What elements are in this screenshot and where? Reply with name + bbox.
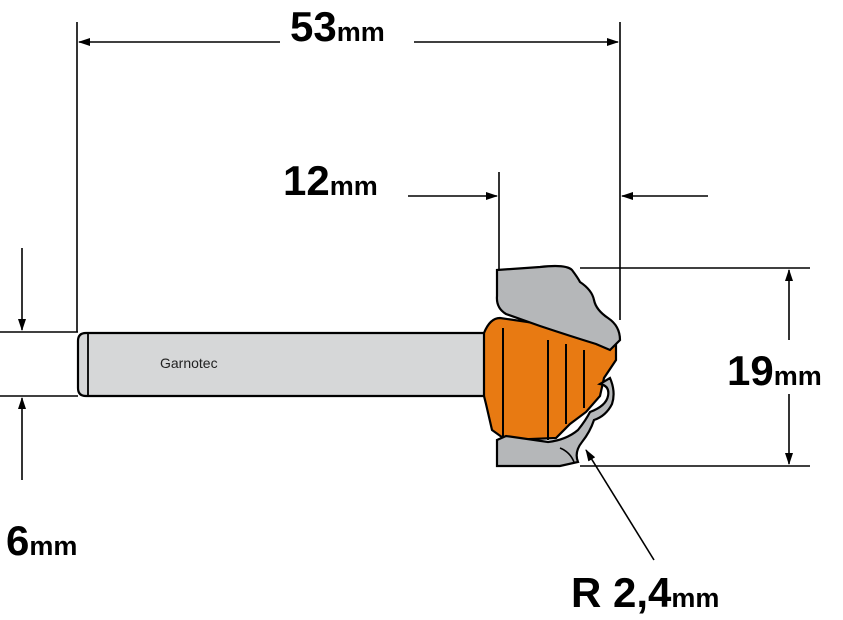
profile-radius-leader [585, 449, 655, 561]
overall-length-value: 53 [290, 3, 337, 50]
cutting-length-value: 12 [283, 157, 330, 204]
profile-radius-label: R 2,4mm [571, 569, 719, 616]
shank-body [76, 331, 492, 398]
cutting-length-unit: mm [330, 171, 378, 201]
top-carbide-tip [495, 264, 622, 352]
cutter-flute-lines [502, 328, 585, 440]
cutting-length-dimension: 12mm [283, 157, 708, 204]
shank-diameter-value: 6 [6, 517, 29, 564]
cutting-length-label: 12mm [283, 157, 378, 204]
bottom-carbide-tip [495, 376, 615, 468]
extension-lines [0, 22, 810, 467]
cutting-height-value: 19 [727, 347, 774, 394]
cutting-height-unit: mm [774, 361, 822, 391]
shank-diameter-label: 6mm [6, 517, 77, 564]
shank-diameter-unit: mm [29, 531, 77, 561]
profile-radius-value: R 2,4 [571, 569, 672, 616]
shank-diameter-dimension: 6mm [6, 248, 77, 564]
shank-brand-label: Garnotec [160, 355, 218, 371]
profile-radius-unit: mm [671, 583, 719, 613]
profile-radius-dimension: R 2,4mm [571, 449, 719, 616]
overall-length-unit: mm [337, 17, 385, 47]
cutter-head [482, 264, 622, 468]
overall-length-label: 53mm [290, 3, 385, 50]
shank: Garnotec [76, 331, 492, 398]
bottom-tip-edge [559, 447, 575, 463]
cutting-height-label: 19mm [727, 347, 822, 394]
overall-length-dimension: 53mm [78, 3, 619, 50]
cutting-height-dimension: 19mm [727, 269, 822, 465]
